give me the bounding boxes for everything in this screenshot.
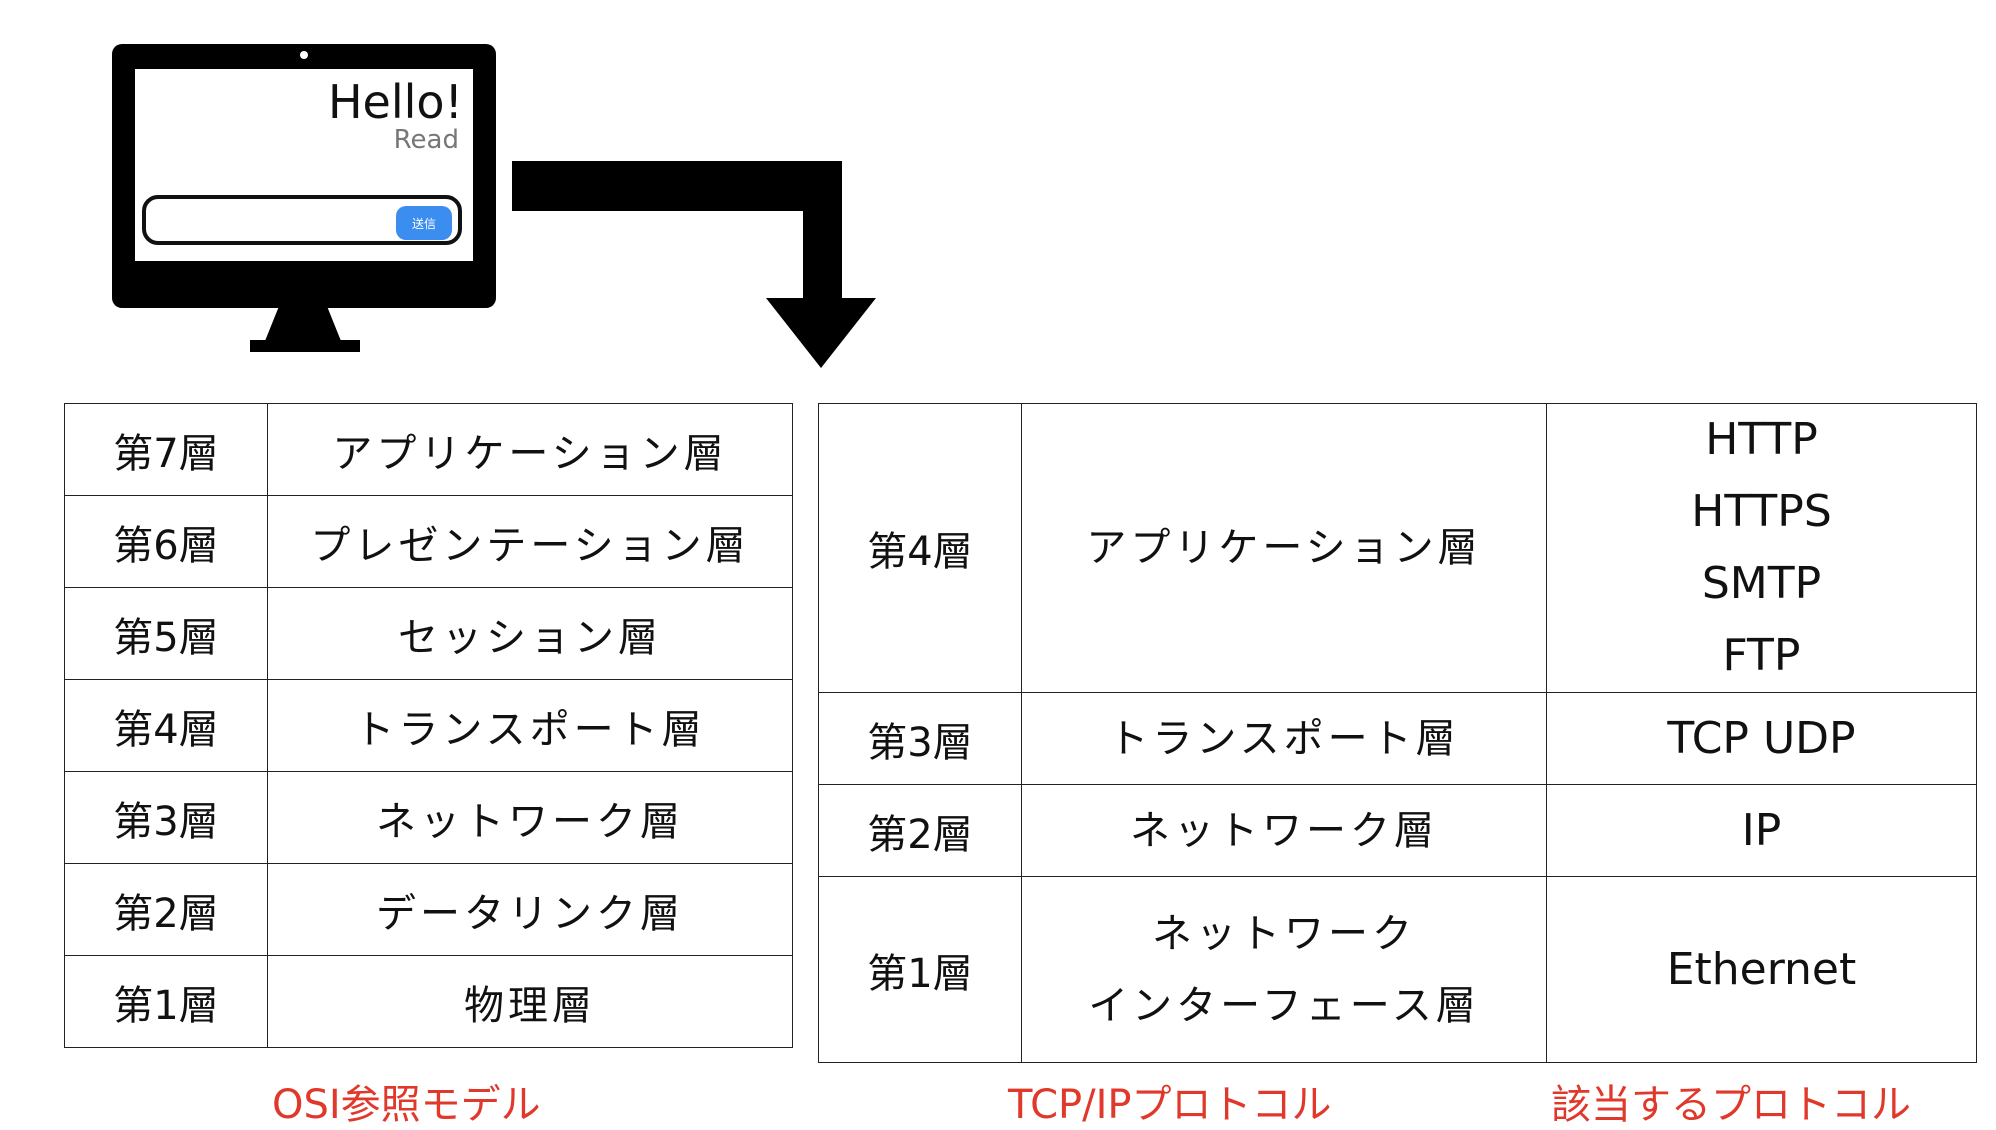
osi-layer-name: プレゼンテーション層 bbox=[267, 495, 793, 588]
protocol-name: FTP bbox=[1722, 630, 1801, 681]
read-label: Read bbox=[393, 125, 459, 155]
protocol-caption: 該当するプロトコル bbox=[1551, 1082, 1911, 1128]
osi-table: 第7層アプリケーション層第6層プレゼンテーション層第5層セッション層第4層トラン… bbox=[64, 403, 793, 1048]
send-button[interactable]: 送信 bbox=[396, 206, 452, 240]
osi-layer-name: データリンク層 bbox=[267, 863, 793, 956]
tcpip-row: 第4層 アプリケーション層 HTTP HTTPS SMTP FTP bbox=[818, 403, 1977, 693]
tcpip-layer-number: 第3層 bbox=[818, 692, 1022, 785]
osi-row: 第6層プレゼンテーション層 bbox=[64, 495, 793, 588]
osi-row: 第3層ネットワーク層 bbox=[64, 771, 793, 864]
osi-layer-number: 第7層 bbox=[64, 403, 268, 496]
monitor-stand bbox=[265, 307, 341, 341]
protocol-name: IP bbox=[1741, 804, 1782, 856]
tcpip-layer-name: トランスポート層 bbox=[1021, 692, 1547, 785]
protocol-name: TCP UDP bbox=[1667, 712, 1856, 764]
osi-caption: OSI参照モデル bbox=[272, 1082, 541, 1128]
osi-layer-number: 第1層 bbox=[64, 955, 268, 1048]
osi-layer-number: 第5層 bbox=[64, 587, 268, 680]
tcpip-layer-name: ネットワーク層 bbox=[1021, 784, 1547, 877]
osi-row: 第1層物理層 bbox=[64, 955, 793, 1048]
protocol-cell: HTTP HTTPS SMTP FTP bbox=[1546, 403, 1977, 693]
greeting-text: Hello! bbox=[327, 75, 463, 129]
protocol-name: SMTP bbox=[1701, 558, 1822, 609]
message-input[interactable]: 送信 bbox=[142, 195, 462, 245]
osi-layer-number: 第3層 bbox=[64, 771, 268, 864]
protocol-cell: TCP UDP bbox=[1546, 692, 1977, 785]
monitor-base bbox=[250, 340, 360, 352]
arrow-down-icon bbox=[512, 161, 876, 368]
osi-layer-name: アプリケーション層 bbox=[267, 403, 793, 496]
protocol-name: HTTPS bbox=[1691, 486, 1832, 537]
osi-layer-name: 物理層 bbox=[267, 955, 793, 1048]
tcpip-layer-number: 第1層 bbox=[818, 876, 1022, 1063]
protocol-cell: IP bbox=[1546, 784, 1977, 877]
protocol-name: Ethernet bbox=[1666, 943, 1857, 995]
tcpip-layer-name: アプリケーション層 bbox=[1021, 403, 1547, 693]
osi-row: 第2層データリンク層 bbox=[64, 863, 793, 956]
tcpip-layer-number: 第2層 bbox=[818, 784, 1022, 877]
osi-row: 第5層セッション層 bbox=[64, 587, 793, 680]
osi-layer-number: 第4層 bbox=[64, 679, 268, 772]
tcpip-caption: TCP/IPプロトコル bbox=[1008, 1082, 1332, 1128]
osi-layer-name: トランスポート層 bbox=[267, 679, 793, 772]
tcpip-row: 第3層 トランスポート層 TCP UDP bbox=[818, 692, 1977, 785]
osi-layer-name: セッション層 bbox=[267, 587, 793, 680]
tcpip-table: 第4層 アプリケーション層 HTTP HTTPS SMTP FTP 第3層 トランスポート層 T… bbox=[818, 403, 1977, 1063]
osi-layer-name: ネットワーク層 bbox=[267, 771, 793, 864]
protocol-cell: Ethernet bbox=[1546, 876, 1977, 1063]
tcpip-row: 第2層 ネットワーク層 IP bbox=[818, 784, 1977, 877]
monitor-screen: Hello! Read 送信 bbox=[135, 69, 473, 261]
tcpip-layer-name-line: インターフェース層 bbox=[1088, 982, 1480, 1029]
tcpip-layer-name-line: ネットワーク bbox=[1152, 910, 1416, 957]
tcpip-layer-name: ネットワークインターフェース層 bbox=[1021, 876, 1547, 1063]
tcpip-layer-name-line: ネットワーク層 bbox=[1130, 807, 1438, 854]
tcpip-layer-name-line: トランスポート層 bbox=[1108, 715, 1460, 762]
protocol-name: HTTP bbox=[1705, 414, 1818, 465]
osi-layer-number: 第2層 bbox=[64, 863, 268, 956]
tcpip-layer-name-line: アプリケーション層 bbox=[1086, 525, 1482, 571]
tcpip-layer-number: 第4層 bbox=[818, 403, 1022, 693]
osi-row: 第4層トランスポート層 bbox=[64, 679, 793, 772]
camera-dot bbox=[300, 51, 308, 59]
osi-row: 第7層アプリケーション層 bbox=[64, 403, 793, 496]
osi-layer-number: 第6層 bbox=[64, 495, 268, 588]
